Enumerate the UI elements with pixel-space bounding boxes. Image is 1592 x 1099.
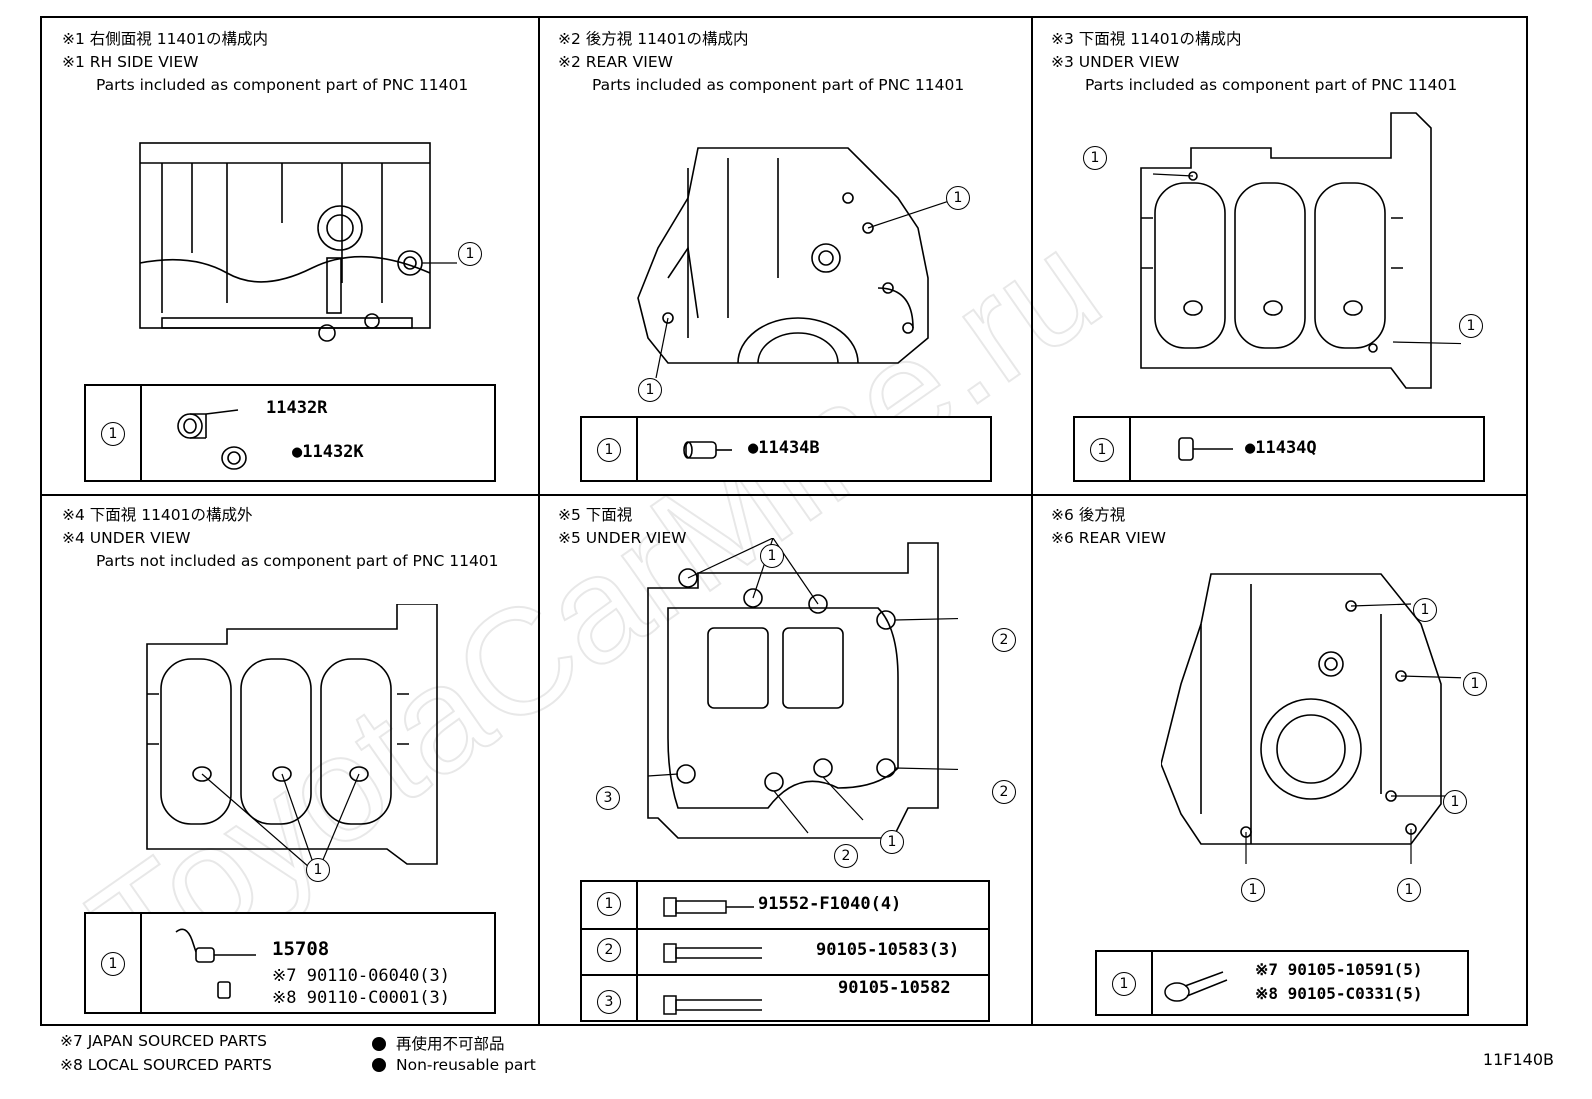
illustration-code: 11F140B bbox=[1482, 1050, 1554, 1069]
callout-1: 1 bbox=[1397, 878, 1421, 902]
panel-title-jp: ※6 後方視 bbox=[1051, 506, 1126, 524]
engine-block-under-drawing bbox=[146, 604, 438, 875]
legend-non-reusable-jp: 再使用不可部品 bbox=[372, 1032, 505, 1054]
filled-dot-icon bbox=[372, 1037, 386, 1051]
callout-1: 1 bbox=[1083, 146, 1107, 170]
parts-table: 1 ※7 90105-10591(5) ※8 90105-C0331(5) bbox=[1095, 950, 1469, 1016]
panel-title-en: ※2 REAR VIEW bbox=[558, 53, 673, 71]
oil-pan-under-drawing bbox=[647, 538, 958, 839]
part-number-90110-c0001: ※8 90110-C0001(3) bbox=[272, 988, 451, 1008]
table-callout-1: 1 bbox=[101, 422, 125, 446]
part-number-90105-10582: 90105-10582 bbox=[838, 978, 951, 998]
callout-1: 1 bbox=[306, 858, 330, 882]
parts-table: 1 2 3 91552-F1040(4) 90105-10583(3) 9010… bbox=[580, 880, 990, 1022]
panel-under-view-included: ※3 下面視 11401の構成内 ※3 UNDER VIEW Parts inc… bbox=[1031, 18, 1528, 494]
diagram-frame: ※1 右側面視 11401の構成内 ※1 RH SIDE VIEW Parts … bbox=[40, 16, 1528, 1026]
table-callout-1: 1 bbox=[1090, 438, 1114, 462]
engine-block-under-drawing bbox=[1140, 112, 1461, 389]
callout-1: 1 bbox=[1459, 314, 1483, 338]
part-number-91552-f1040: 91552-F1040(4) bbox=[758, 894, 902, 914]
engine-block-rear-drawing bbox=[637, 147, 948, 378]
part-number-90105-10591: ※7 90105-10591(5) bbox=[1255, 960, 1423, 979]
part-number-11432k: ●11432K bbox=[292, 442, 364, 462]
bolt-icon bbox=[663, 897, 762, 1015]
panel-title-jp: ※3 下面視 11401の構成内 bbox=[1051, 30, 1242, 48]
callout-1: 1 bbox=[1241, 878, 1265, 902]
plug-icon bbox=[177, 409, 247, 470]
panel-rear-view: ※2 後方視 11401の構成内 ※2 REAR VIEW Parts incl… bbox=[538, 18, 1031, 494]
part-number-15708: 15708 bbox=[272, 938, 330, 960]
panel-subtitle: Parts included as component part of PNC … bbox=[1085, 76, 1458, 94]
part-number-90110-06040: ※7 90110-06040(3) bbox=[272, 966, 451, 986]
callout-2: 2 bbox=[834, 844, 858, 868]
panel-under-view-excluded: ※4 下面視 11401の構成外 ※4 UNDER VIEW Parts not… bbox=[42, 494, 538, 1026]
dowel-icon bbox=[1178, 437, 1233, 461]
engine-block-rh-side-drawing bbox=[139, 142, 457, 342]
panel-title-en: ※1 RH SIDE VIEW bbox=[62, 53, 199, 71]
panel-title-jp: ※4 下面視 11401の構成外 bbox=[62, 506, 253, 524]
table-callout-1: 1 bbox=[597, 438, 621, 462]
panel-rh-side-view: ※1 右側面視 11401の構成内 ※1 RH SIDE VIEW Parts … bbox=[42, 18, 538, 494]
table-callout-1: 1 bbox=[597, 892, 621, 916]
parts-table: 1 ●11434B bbox=[580, 416, 992, 482]
panel-subtitle: Parts not included as component part of … bbox=[96, 552, 499, 570]
oil-jet-icon bbox=[175, 928, 256, 999]
panel-rear-view-bolts: ※6 後方視 ※6 REAR VIEW 1 1 1 1 1 1 ※7 90105… bbox=[1031, 494, 1528, 1026]
part-number-90105-c0331: ※8 90105-C0331(5) bbox=[1255, 984, 1423, 1003]
callout-3: 3 bbox=[596, 786, 620, 810]
table-callout-1: 1 bbox=[1112, 972, 1136, 996]
callout-1: 1 bbox=[1413, 598, 1437, 622]
callout-1: 1 bbox=[1443, 790, 1467, 814]
part-number-90105-10583: 90105-10583(3) bbox=[816, 940, 960, 960]
part-number-11434q: ●11434Q bbox=[1245, 438, 1317, 458]
filled-dot-icon bbox=[372, 1058, 386, 1072]
callout-1: 1 bbox=[760, 544, 784, 568]
panel-title-en: ※4 UNDER VIEW bbox=[62, 529, 191, 547]
callout-1: 1 bbox=[638, 378, 662, 402]
panel-subtitle: Parts included as component part of PNC … bbox=[96, 76, 469, 94]
pin-icon bbox=[683, 441, 732, 459]
legend-non-reusable-en: Non-reusable part bbox=[372, 1056, 536, 1074]
panel-title-en: ※3 UNDER VIEW bbox=[1051, 53, 1180, 71]
callout-1: 1 bbox=[458, 242, 482, 266]
panel-title-jp: ※2 後方視 11401の構成内 bbox=[558, 30, 749, 48]
callout-1: 1 bbox=[946, 186, 970, 210]
table-callout-1: 1 bbox=[101, 952, 125, 976]
legend-japan-sourced: ※7 JAPAN SOURCED PARTS bbox=[60, 1032, 267, 1050]
callout-2: 2 bbox=[992, 628, 1016, 652]
panel-subtitle: Parts included as component part of PNC … bbox=[592, 76, 965, 94]
parts-table: 1 ●11434Q bbox=[1073, 416, 1485, 482]
callout-1: 1 bbox=[1463, 672, 1487, 696]
part-number-11434b: ●11434B bbox=[748, 438, 820, 458]
panel-title-en: ※5 UNDER VIEW bbox=[558, 529, 687, 547]
panel-title-en: ※6 REAR VIEW bbox=[1051, 529, 1166, 547]
table-callout-2: 2 bbox=[597, 938, 621, 962]
bolt-icon bbox=[1164, 971, 1228, 1002]
part-number-11432r: 11432R bbox=[266, 398, 328, 418]
parts-table: 1 15708 ※7 90110-06040(3) ※8 90110-C0001… bbox=[84, 912, 496, 1014]
callout-2: 2 bbox=[992, 780, 1016, 804]
panel-title-jp: ※1 右側面視 11401の構成内 bbox=[62, 30, 269, 48]
panel-under-view-bolts: ※5 下面視 ※5 UNDER VIEW 1 2 2 3 2 1 bbox=[538, 494, 1031, 1026]
table-callout-3: 3 bbox=[597, 990, 621, 1014]
legend-local-sourced: ※8 LOCAL SOURCED PARTS bbox=[60, 1056, 272, 1074]
panel-title-jp: ※5 下面視 bbox=[558, 506, 633, 524]
callout-1: 1 bbox=[880, 830, 904, 854]
parts-table: 1 11432R ●11432K bbox=[84, 384, 496, 482]
